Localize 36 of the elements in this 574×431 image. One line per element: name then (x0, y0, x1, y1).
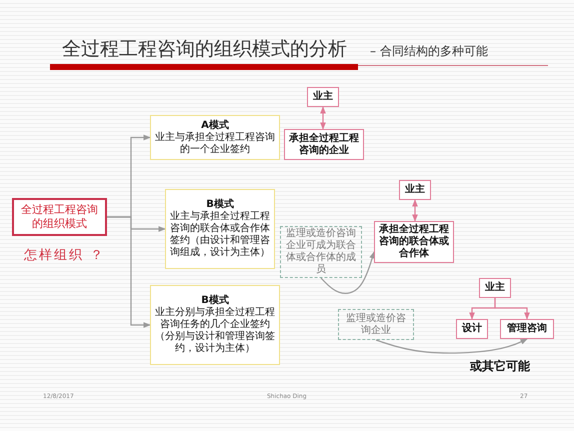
process-box (399, 180, 431, 200)
arrow (320, 106, 326, 130)
title: 全过程工程咨询的组织模式的分析 (62, 37, 347, 62)
process-box (479, 278, 511, 298)
curved-arrow (376, 338, 528, 354)
box-text: 业主分别与承担全过程工程咨询任务的几个企业签约（分别与设计和管理咨询签约，设计为主体） (154, 307, 276, 355)
process-box (150, 115, 280, 160)
arrow (107, 216, 151, 328)
box-text: 业主 (405, 184, 425, 196)
box-text: 业主与承担全过程工程咨询的一个企业签约 (154, 132, 276, 156)
box-text: 管理咨询 (507, 323, 547, 335)
note: 或其它可能 (470, 358, 530, 375)
box-text: 业主 (485, 282, 505, 294)
box-text: 业主与承担全过程工程咨询的联合体或合作体签约（由设计和管理咨询组成，设计为主体） (169, 211, 271, 259)
box-text: 承担全过程工程咨询的企业 (288, 132, 360, 156)
question-text: 怎样组织 ？ (24, 247, 106, 264)
curved-arrow (320, 251, 375, 294)
process-box (150, 285, 280, 365)
process-box (456, 319, 488, 339)
process-box (12, 198, 107, 236)
box-heading: B模式 (201, 295, 229, 306)
subtitle: – 合同结构的多种可能 (370, 43, 488, 60)
process-box (307, 87, 339, 107)
box-text: 承担全过程工程咨询的联合体或合作体 (378, 224, 450, 260)
note-box (338, 309, 414, 340)
arrow (494, 298, 530, 320)
box-text: 全过程工程咨询的组织模式 (20, 203, 99, 231)
box-heading: A模式 (201, 120, 229, 132)
process-box (165, 189, 275, 269)
box-text: 业主 (313, 91, 333, 103)
box-heading: B模式 (206, 199, 234, 210)
box-text: 设计 (462, 323, 482, 335)
arrow (412, 199, 418, 222)
box-text: 监理或造价咨询企业 (345, 312, 407, 336)
process-box (500, 319, 554, 339)
box-text: 监理或造价咨询企业可成为联合体或合作体的成员 (285, 228, 357, 276)
